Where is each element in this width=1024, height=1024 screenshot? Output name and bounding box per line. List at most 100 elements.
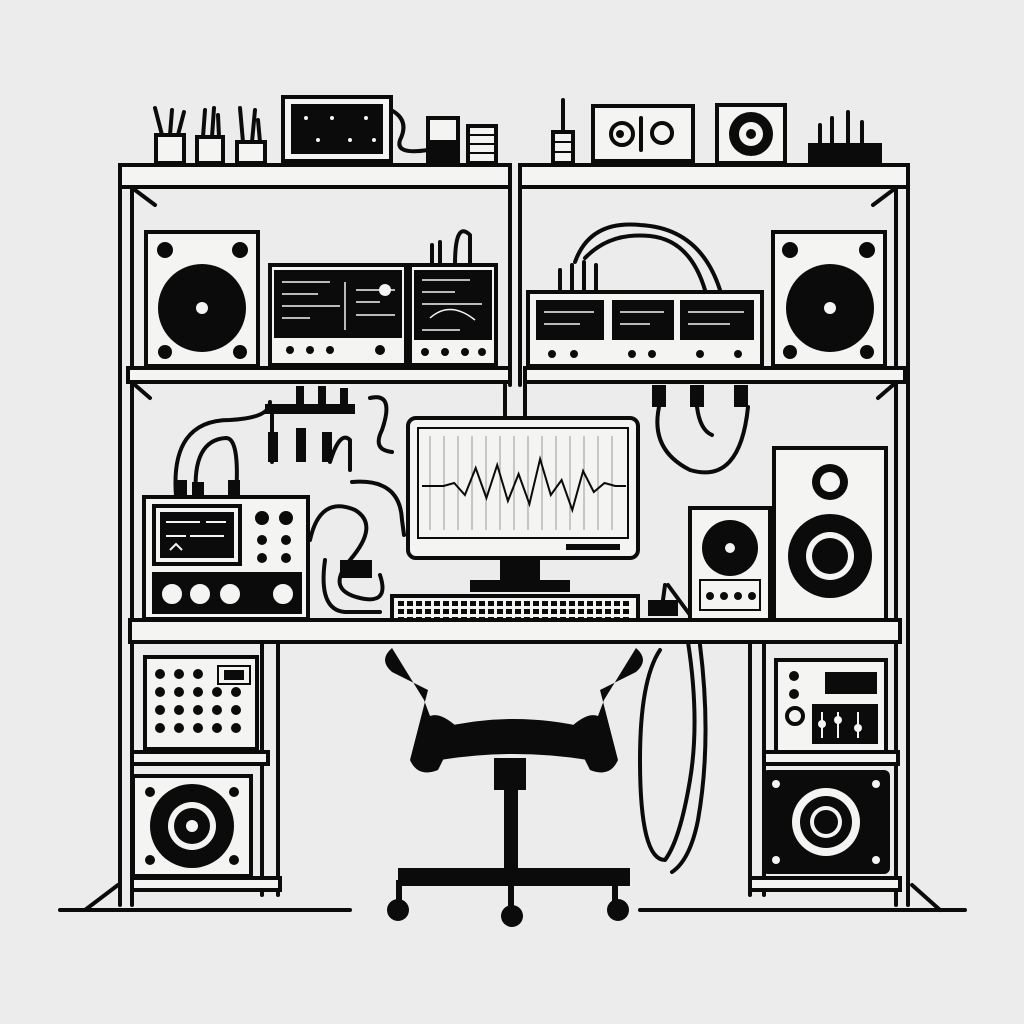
keyboard-key xyxy=(497,609,503,614)
effects-unit-lower-right xyxy=(774,658,888,754)
shelving-frame xyxy=(118,163,910,907)
floor-line xyxy=(58,883,967,912)
keyboard-key xyxy=(605,609,611,614)
desk-top xyxy=(128,618,902,897)
keyboard-key xyxy=(434,609,440,614)
keyboard-key xyxy=(524,609,530,614)
keyboard-key xyxy=(425,601,431,606)
keyboard-key xyxy=(542,609,548,614)
keyboard-key xyxy=(587,601,593,606)
mouse-device xyxy=(648,583,692,617)
subwoofer-lower-right xyxy=(762,770,890,874)
speaker-lower-left xyxy=(131,774,253,878)
synth-knob xyxy=(174,669,184,679)
synth-knob xyxy=(212,687,222,697)
keyboard-key xyxy=(551,601,557,606)
keyboard-key xyxy=(479,609,485,614)
keyboard-key xyxy=(461,601,467,606)
computer-monitor xyxy=(406,416,640,592)
keyboard-key xyxy=(596,601,602,606)
synth-knob xyxy=(174,687,184,697)
synth-knob xyxy=(155,723,165,733)
pencil-cup-right xyxy=(195,106,225,165)
office-chair xyxy=(385,648,643,927)
keyboard-key xyxy=(596,609,602,614)
keyboard-key xyxy=(533,609,539,614)
keyboard-key xyxy=(560,601,566,606)
keyboard-key xyxy=(614,609,620,614)
keyboard-key xyxy=(416,609,422,614)
keyboard-key xyxy=(470,601,476,606)
rack-unit-upper-middle xyxy=(526,222,764,368)
desk-cables xyxy=(638,640,708,874)
top-speaker-small xyxy=(715,103,787,165)
synth-knob xyxy=(155,705,165,715)
keyboard-key xyxy=(569,609,575,614)
battery-pack xyxy=(426,116,498,165)
keyboard-key xyxy=(515,609,521,614)
top-rack-unit xyxy=(808,110,882,163)
keyboard-key xyxy=(605,601,611,606)
synth-knob xyxy=(193,705,203,715)
mixer-panel-upper-a xyxy=(268,263,408,367)
keyboard-key xyxy=(452,601,458,606)
keyboard-key xyxy=(488,601,494,606)
top-control-box xyxy=(281,95,430,163)
keyboard-key xyxy=(623,609,629,614)
keyboard-key xyxy=(569,601,575,606)
speaker-upper-left xyxy=(144,230,260,368)
keyboard-key xyxy=(551,609,557,614)
keyboard-key xyxy=(515,601,521,606)
mixer-panel-upper-b xyxy=(408,229,498,367)
audio-interface-left xyxy=(142,495,310,621)
synth-knob xyxy=(193,723,203,733)
keyboard-key xyxy=(461,609,467,614)
antenna-device xyxy=(551,98,575,165)
synth-knob xyxy=(231,705,241,715)
keyboard-key xyxy=(614,601,620,606)
keyboard-key xyxy=(407,609,413,614)
keyboard-key xyxy=(506,601,512,606)
pencil-cup-left xyxy=(153,106,186,165)
keyboard-key xyxy=(434,601,440,606)
synth-knob xyxy=(155,687,165,697)
synth-knob xyxy=(155,669,165,679)
top-radio-box xyxy=(591,104,695,163)
cable-bundle-desk xyxy=(308,479,406,614)
synth-knob xyxy=(231,723,241,733)
waveform-line xyxy=(422,455,626,514)
synth-knob xyxy=(193,687,203,697)
keyboard-key xyxy=(443,609,449,614)
keyboard-key xyxy=(587,609,593,614)
synth-knob xyxy=(193,669,203,679)
keyboard-key xyxy=(524,601,530,606)
keyboard-key xyxy=(398,609,404,614)
keyboard-key xyxy=(533,601,539,606)
keyboard-key xyxy=(452,609,458,614)
keyboard-key xyxy=(623,601,629,606)
synth-knob xyxy=(174,705,184,715)
synth-knob xyxy=(231,687,241,697)
keyboard-key xyxy=(560,609,566,614)
keyboard-key xyxy=(506,609,512,614)
speaker-upper-right xyxy=(771,230,887,368)
keyboard-key xyxy=(488,609,494,614)
keyboard-key xyxy=(479,601,485,606)
synth-knob xyxy=(212,723,222,733)
keyboard-key xyxy=(497,601,503,606)
studio-monitor-small xyxy=(688,506,772,622)
keyboard-key xyxy=(470,609,476,614)
patch-jacks-hanging xyxy=(173,386,394,498)
waveform-gridlines xyxy=(429,436,613,530)
keyboard-key xyxy=(578,609,584,614)
keyboard-key xyxy=(578,601,584,606)
synth-knob xyxy=(212,705,222,715)
studio-monitor-large xyxy=(772,446,888,622)
keyboard-key xyxy=(425,609,431,614)
hanging-cables-right xyxy=(652,385,750,475)
keyboard-key xyxy=(407,601,413,606)
synth-module-lower-left xyxy=(143,655,259,751)
synth-knob xyxy=(174,723,184,733)
keyboard-key xyxy=(443,601,449,606)
